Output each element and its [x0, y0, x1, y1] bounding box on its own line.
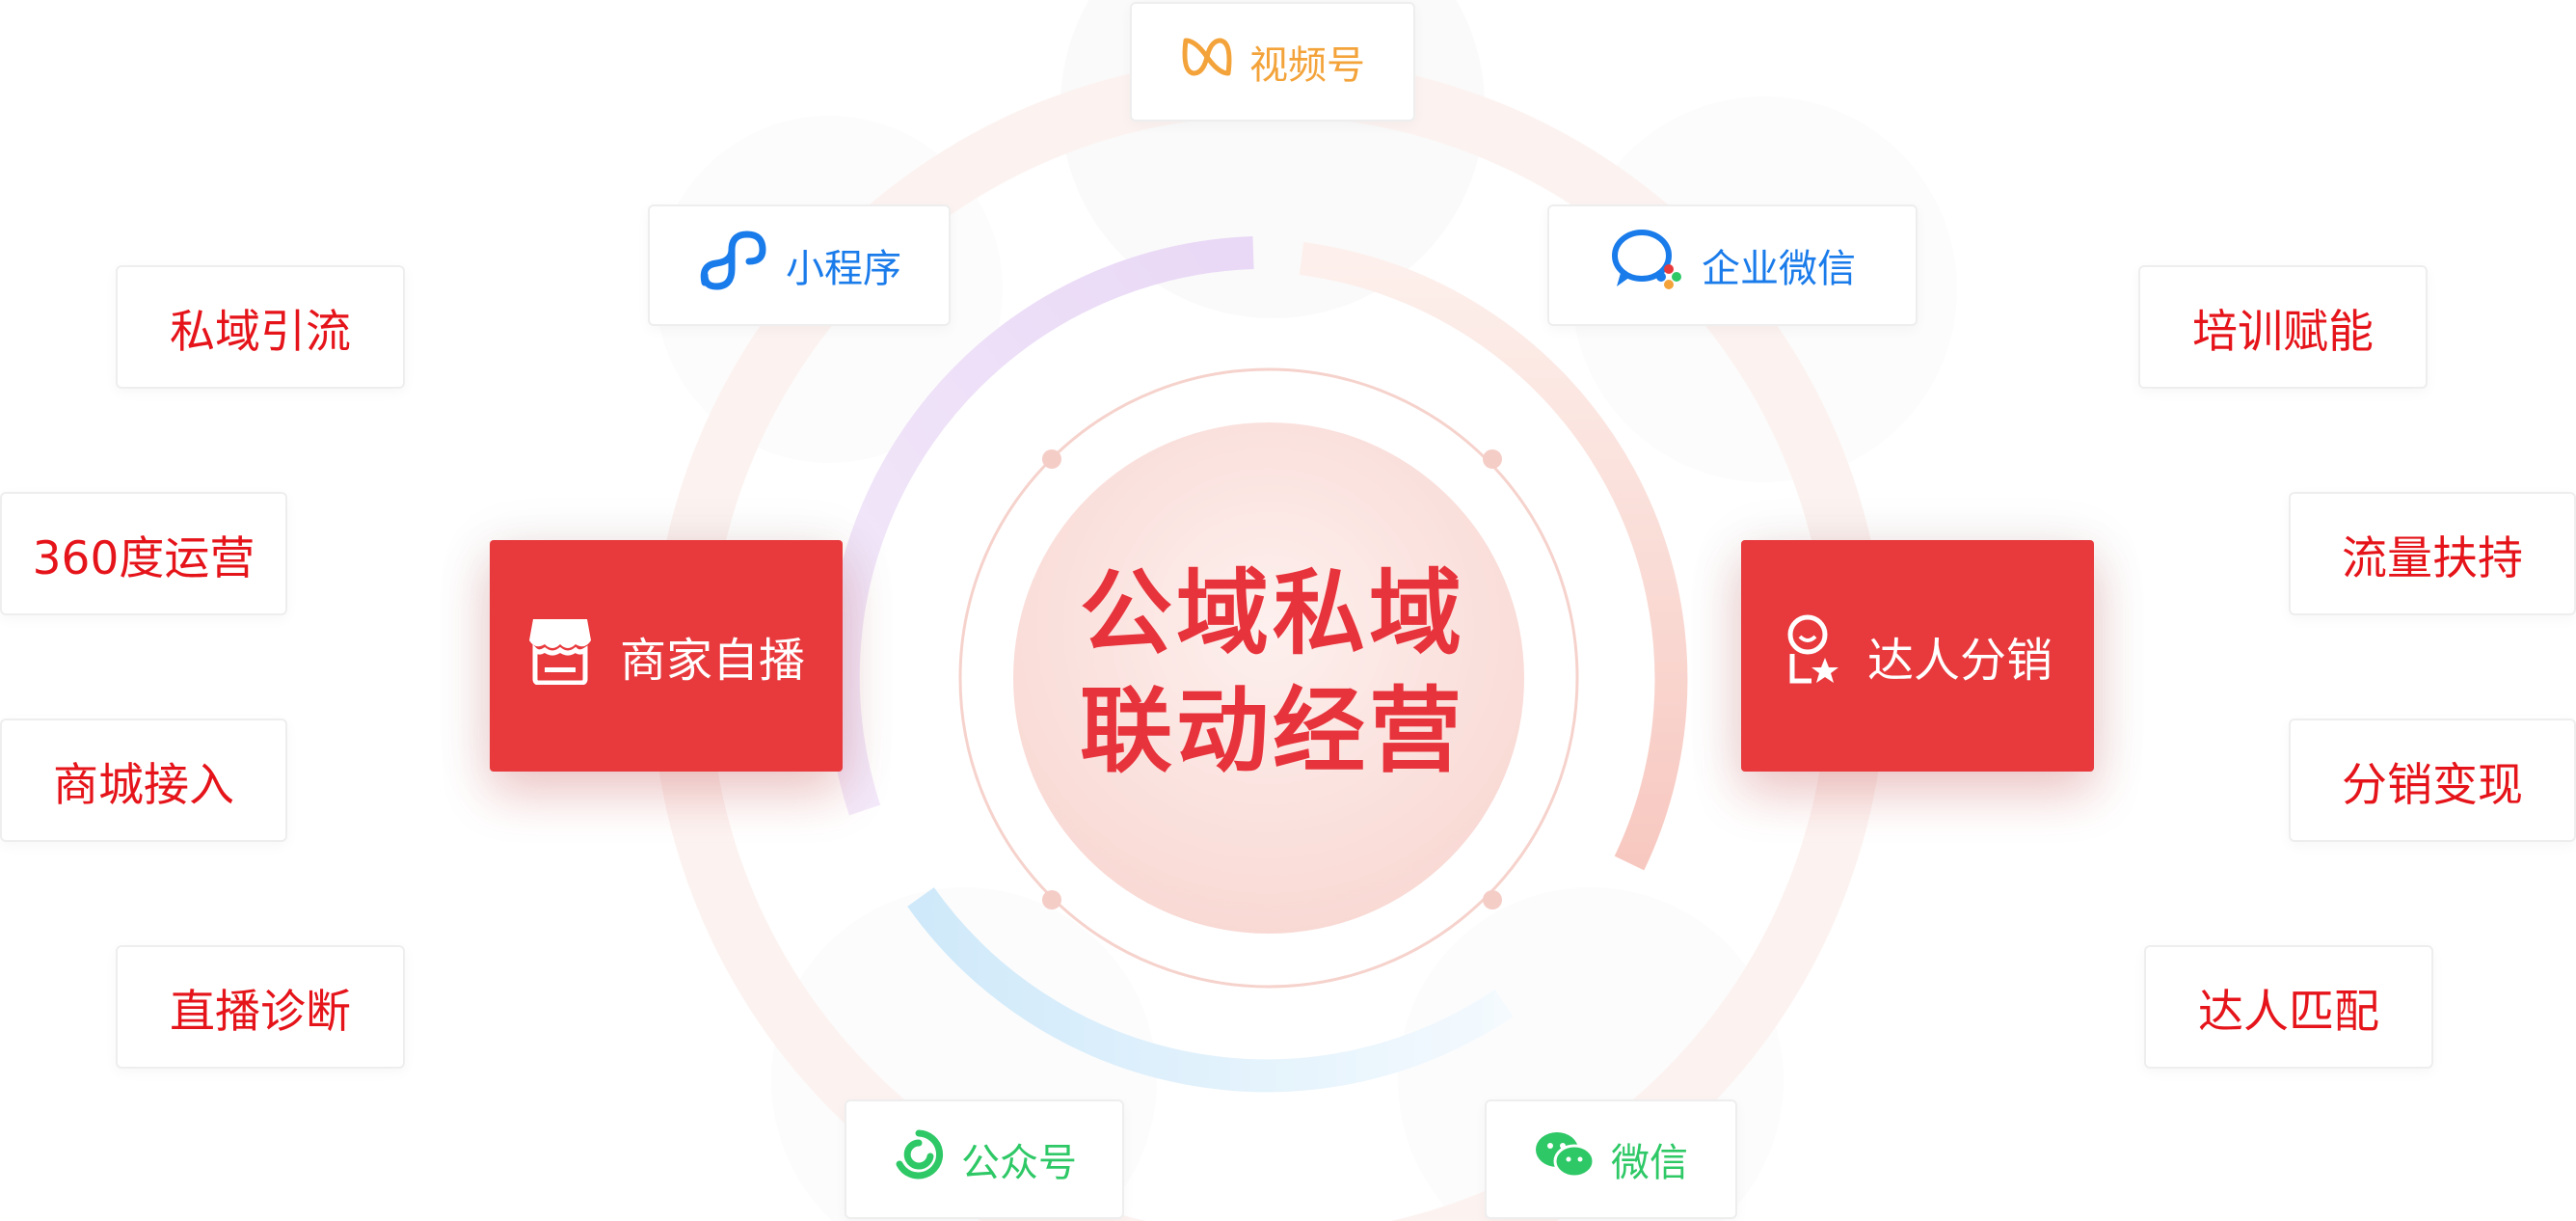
- tag-distribution-monetize[interactable]: 分销变现: [2289, 719, 2576, 842]
- wechat-icon: [1534, 1128, 1596, 1190]
- mini-program-icon: [697, 227, 770, 304]
- merchant-live-card[interactable]: 商家自播: [490, 540, 843, 772]
- platform-miniprogram[interactable]: 小程序: [648, 204, 951, 326]
- influencer-star-icon: [1783, 613, 1840, 698]
- blue-arc: [907, 887, 1514, 1093]
- platform-shipinhao[interactable]: 视频号: [1130, 2, 1415, 122]
- purple-arc: [826, 236, 1254, 816]
- influencer-distribution-label: 达人分销: [1866, 634, 2053, 688]
- platform-label: 视频号: [1249, 43, 1365, 88]
- storefront-icon: [527, 615, 593, 696]
- red-arc: [1299, 242, 1688, 871]
- platform-wechat[interactable]: 微信: [1485, 1099, 1737, 1219]
- center-title: 公域私域 联动经营: [1056, 555, 1489, 790]
- tag-live-diagnosis[interactable]: 直播诊断: [116, 945, 405, 1069]
- tag-traffic-support[interactable]: 流量扶持: [2289, 492, 2576, 615]
- official-account-icon: [892, 1127, 946, 1191]
- platform-label: 公众号: [961, 1141, 1077, 1185]
- channels-icon: [1180, 33, 1234, 91]
- wecom-icon: [1609, 227, 1686, 304]
- tag-mall-access[interactable]: 商城接入: [0, 719, 287, 842]
- platform-label: 企业微信: [1702, 247, 1856, 291]
- tag-influencer-matching[interactable]: 达人匹配: [2144, 945, 2433, 1069]
- merchant-live-label: 商家自播: [619, 634, 805, 688]
- platform-wecom[interactable]: 企业微信: [1547, 204, 1918, 326]
- platform-official-account[interactable]: 公众号: [845, 1099, 1124, 1219]
- tag-training[interactable]: 培训赋能: [2138, 265, 2428, 389]
- center-title-line1: 公域私域: [1080, 559, 1465, 667]
- center-title-line2: 联动经营: [1080, 677, 1465, 785]
- tag-360-operation[interactable]: 360度运营: [0, 492, 287, 615]
- tag-private-traffic[interactable]: 私域引流: [116, 265, 405, 389]
- platform-label: 微信: [1611, 1141, 1688, 1185]
- influencer-distribution-card[interactable]: 达人分销: [1741, 540, 2094, 772]
- platform-label: 小程序: [786, 247, 901, 291]
